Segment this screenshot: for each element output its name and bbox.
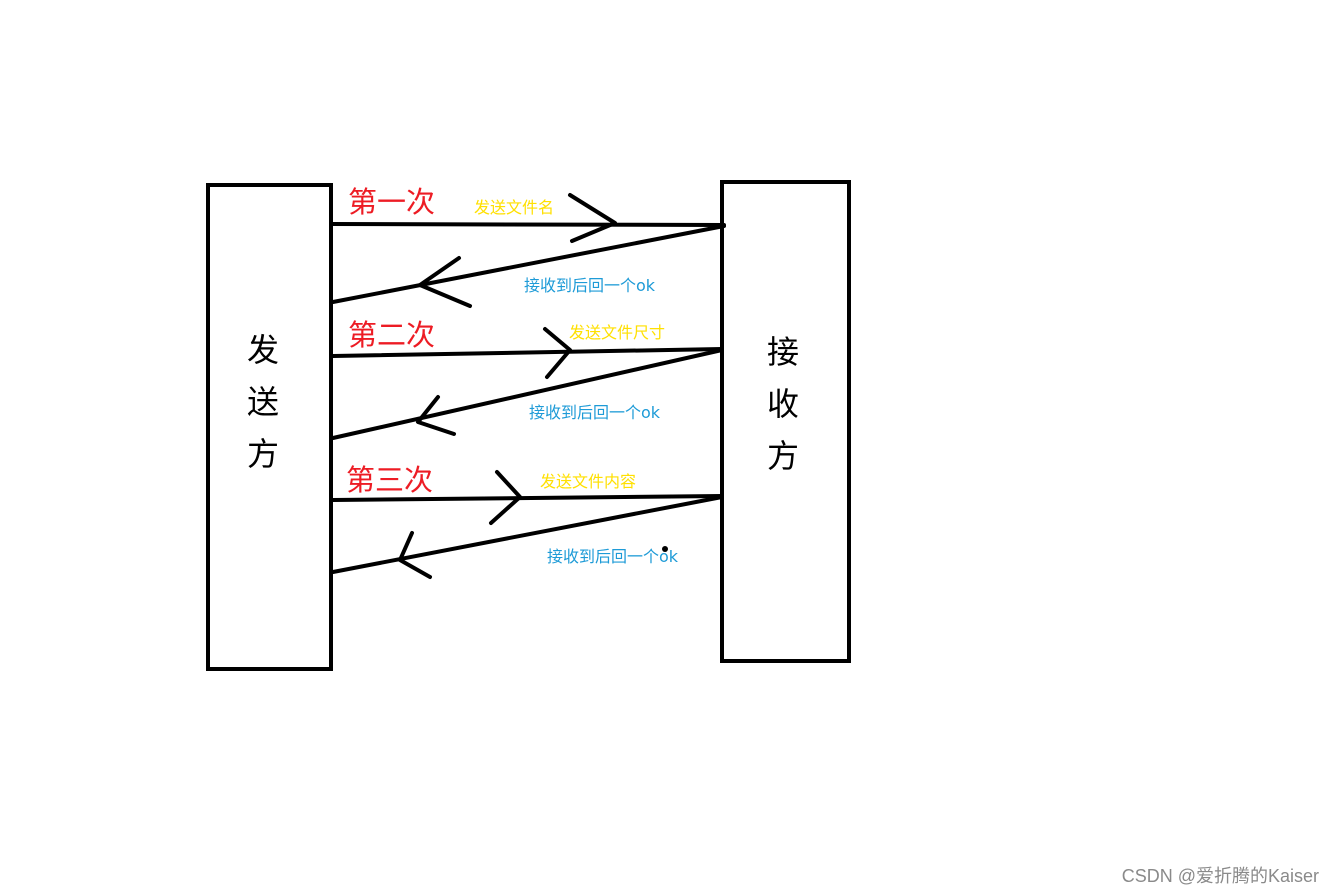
- round-2-send-arrow: [331, 327, 724, 379]
- round-3-send-arrow: [331, 470, 724, 525]
- round-1-send-arrow: [329, 193, 726, 243]
- sender-label: 发 送 方: [243, 324, 283, 480]
- round-2-ack-arrow: [331, 348, 724, 440]
- round-2-title: 第二次: [348, 318, 436, 352]
- round-2-send-label: 发送文件尺寸: [569, 323, 666, 342]
- receiver-label-char: 接: [766, 333, 799, 371]
- round-1-ack-arrow: [331, 224, 726, 308]
- round-1-title: 第一次: [348, 185, 436, 219]
- sender-label-char: 发: [246, 331, 279, 369]
- round-3-title: 第三次: [346, 463, 434, 497]
- sender-label-char: 方: [246, 435, 279, 473]
- receiver-label-char: 方: [766, 437, 799, 475]
- receiver-label: 接 收 方: [763, 326, 803, 482]
- round-3-ack-arrow: [331, 495, 724, 579]
- receiver-box: [720, 180, 851, 663]
- sender-box: [206, 183, 333, 671]
- sender-label-char: 送: [246, 383, 279, 421]
- round-1-ack-label: 接收到后回一个ok: [524, 276, 656, 295]
- csdn-watermark: CSDN @爱折腾的Kaiser: [1121, 866, 1319, 886]
- round-3-ack-label: 接收到后回一个ok: [547, 547, 679, 566]
- round-2-ack-label: 接收到后回一个ok: [529, 403, 661, 422]
- round-1-send-label: 发送文件名: [474, 198, 555, 217]
- round-3-send-label: 发送文件内容: [540, 472, 637, 491]
- stray-dot: [662, 546, 668, 552]
- receiver-label-char: 收: [766, 385, 799, 423]
